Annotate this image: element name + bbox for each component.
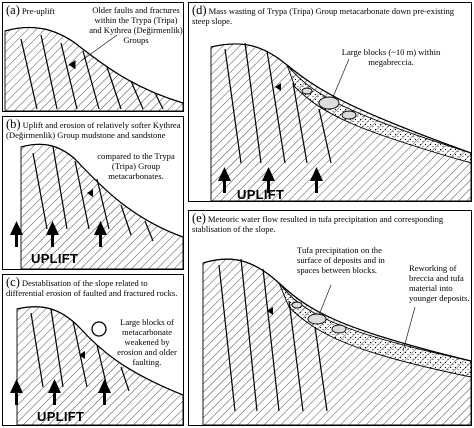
uplift-arrow-icon xyxy=(262,167,275,181)
panel-b: (b)Uplift and erosion of relatively soft… xyxy=(2,116,184,270)
panel-c-slope-sketch xyxy=(10,306,183,425)
panel-d-uplift-arrows xyxy=(218,167,323,193)
panel-d: (d)Mass wasting of Trypa (Tripa) Group m… xyxy=(188,2,472,202)
panel-d-faults xyxy=(224,42,332,164)
panel-b-fracture-arrow-icon xyxy=(87,189,93,197)
panel-d-large-blocks xyxy=(301,87,357,120)
panel-d-tag: (d) xyxy=(192,3,207,17)
uplift-arrow-icon xyxy=(310,167,323,181)
panel-c-uplift-arrows xyxy=(10,379,111,405)
panel-c-fracture-arrow-icon xyxy=(79,351,85,359)
panel-c-uplift-label: UPLIFT xyxy=(37,409,85,424)
panel-b-caption: Uplift and erosion of relatively softer … xyxy=(6,120,181,140)
panel-e-note-reworking: Reworking of breccia and tufa material i… xyxy=(409,263,470,303)
uplift-arrow-icon xyxy=(10,221,23,235)
uplift-arrow-icon xyxy=(218,167,231,181)
panel-c-tag: (c) xyxy=(6,275,20,289)
panel-c-caption: Destablisation of the slope related to d… xyxy=(6,278,178,298)
uplift-arrow-icon xyxy=(46,221,59,235)
panel-e-tufa-blocks xyxy=(291,301,347,334)
uplift-arrow-icon xyxy=(10,379,23,393)
panel-a-faults xyxy=(20,34,164,110)
panel-d-uplift-label: UPLIFT xyxy=(237,187,285,202)
panel-d-megabreccia xyxy=(286,64,471,164)
panel-e-slope-sketch xyxy=(202,258,471,425)
panel-e-tag: (e) xyxy=(192,211,206,225)
panel-b-uplift-arrows xyxy=(10,221,107,247)
panel-e: (e)Meteoric water flow resulted in tufa … xyxy=(188,210,472,426)
panel-c-note: Large blocks of metacarbonate weakened b… xyxy=(117,317,177,367)
panel-e-faults xyxy=(218,258,328,412)
uplift-arrow-icon xyxy=(94,221,107,235)
panel-d-caption: Mass wasting of Trypa (Tripa) Group meta… xyxy=(192,6,455,26)
panel-d-fracture-arrow-icon xyxy=(275,83,281,91)
panel-c-block-highlight-circle xyxy=(91,321,107,337)
panel-e-fracture-arrow-icon xyxy=(267,307,273,315)
panel-b-uplift-label: UPLIFT xyxy=(31,251,79,266)
panel-a-caption: Pre-uplift xyxy=(21,6,55,16)
panel-c-faults xyxy=(30,308,130,392)
panel-e-note-tufa: Tufa precipitation on the surface of dep… xyxy=(297,245,385,275)
panel-a-note: Older faults and fractures within the Tr… xyxy=(89,5,183,45)
panel-a-slope-sketch xyxy=(4,26,183,111)
panel-a-fracture-arrow-icon xyxy=(68,60,76,69)
uplift-arrow-icon xyxy=(48,379,61,393)
panel-b-faults xyxy=(32,146,154,242)
panel-c: (c)Destablisation of the slope related t… xyxy=(2,274,184,426)
uplift-arrow-icon xyxy=(98,379,111,393)
panel-d-slope-sketch xyxy=(210,42,471,201)
panel-e-caption: Meteoric water flow resulted in tufa pre… xyxy=(192,214,444,234)
panel-a: (a)Pre-uplift Older faults and fractures… xyxy=(2,2,184,112)
panel-a-tag: (a) xyxy=(6,3,20,17)
panel-b-tag: (b) xyxy=(6,117,21,131)
panel-b-note: compared to the Trypa (Tripa) Group meta… xyxy=(97,151,175,181)
panel-b-slope-sketch xyxy=(10,143,183,269)
panel-d-note: Large blocks (~10 m) within megabreccia. xyxy=(341,47,441,67)
